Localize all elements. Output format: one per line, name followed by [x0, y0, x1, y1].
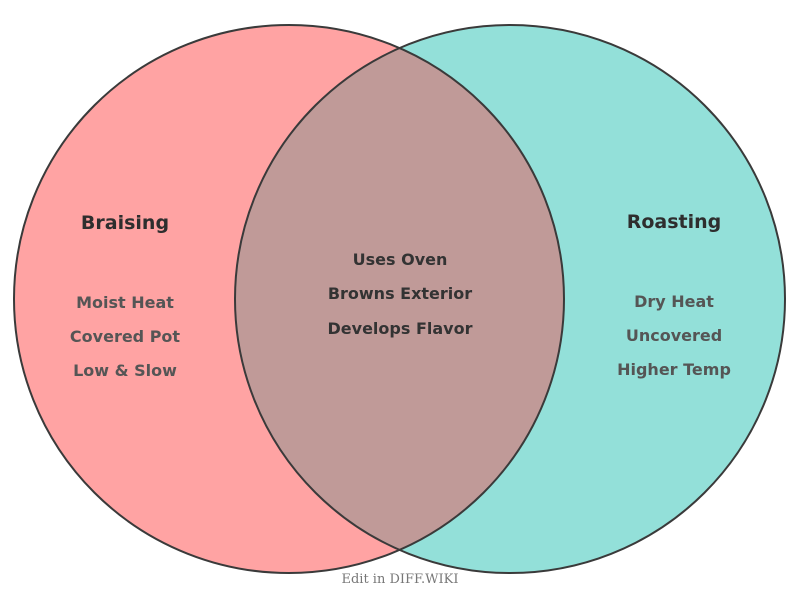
shared-item: Browns Exterior — [328, 284, 472, 303]
braising-item: Covered Pot — [70, 327, 181, 346]
intersection-region — [235, 25, 564, 573]
shared-item: Uses Oven — [353, 250, 448, 269]
braising-item: Low & Slow — [73, 361, 177, 380]
roasting-title: Roasting — [627, 211, 722, 233]
roasting-item: Higher Temp — [617, 360, 731, 379]
roasting-item: Dry Heat — [634, 292, 714, 311]
edit-link[interactable]: Edit in DIFF.WIKI — [341, 572, 459, 587]
braising-item: Moist Heat — [76, 293, 174, 312]
roasting-item: Uncovered — [626, 326, 722, 345]
shared-item: Develops Flavor — [328, 319, 473, 338]
braising-title: Braising — [81, 212, 169, 234]
